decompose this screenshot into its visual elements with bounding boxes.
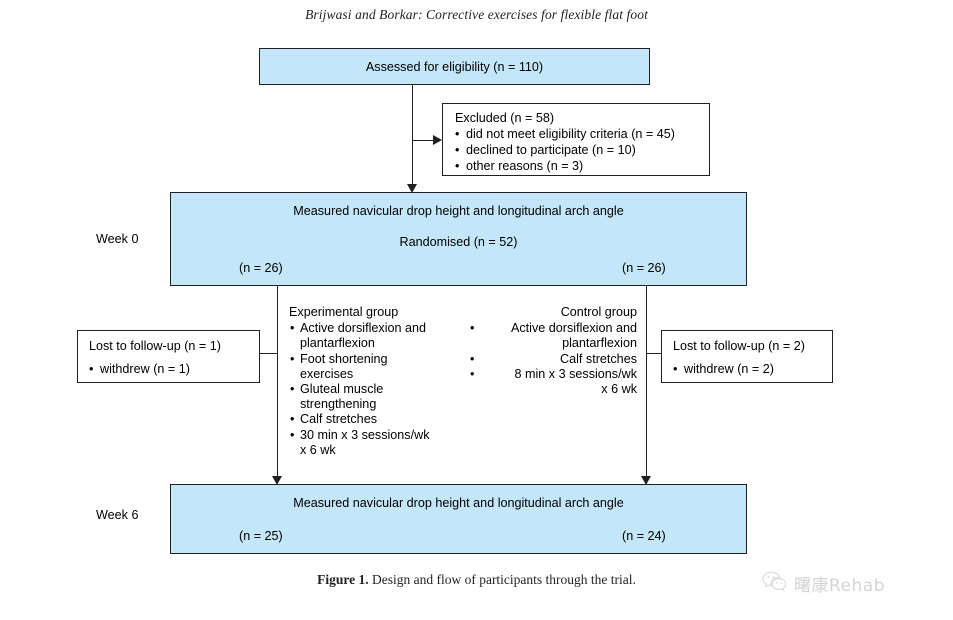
assessed-eligibility-box: Assessed for eligibility (n = 110) [259, 48, 650, 85]
experimental-group-title: Experimental group [289, 305, 399, 319]
control-group-list: Control group Active dorsiflexion and pl… [470, 305, 637, 397]
lost-right-title: Lost to follow-up (n = 2) [673, 339, 805, 353]
figure-caption-text: Design and flow of participants through … [368, 572, 636, 587]
figure-caption-label: Figure 1. [317, 572, 369, 587]
running-head: Brijwasi and Borkar: Corrective exercise… [305, 7, 648, 22]
wechat-icon [762, 571, 788, 596]
week-6-label: Week 6 [96, 508, 139, 522]
control-item-2: 8 min x 3 sessions/wk x 6 wk [470, 367, 637, 397]
control-group-items: Active dorsiflexion and plantarflexion C… [470, 321, 637, 397]
control-item-0: Active dorsiflexion and plantarflexion [470, 321, 637, 351]
randomised-left-n: (n = 26) [239, 261, 283, 275]
connector-eligibility-to-randomised [412, 85, 413, 189]
connector-experimental-arm [277, 286, 278, 481]
watermark-text: 曙康Rehab [794, 576, 885, 596]
arrowhead-control-into-outcome [641, 476, 651, 485]
outcome-measures-box: Measured navicular drop height and longi… [170, 484, 747, 554]
randomised-right-n: (n = 26) [622, 261, 666, 275]
control-item-1: Calf stretches [470, 352, 637, 367]
experimental-group-items: Active dorsiflexion and plantarflexion F… [289, 321, 464, 458]
randomised-count-text: Randomised (n = 52) [399, 235, 518, 249]
assessed-eligibility-text: Assessed for eligibility (n = 110) [365, 60, 544, 74]
arrowhead-into-randomised [407, 184, 417, 193]
experimental-item-2: Gluteal muscle strengthening [289, 382, 464, 412]
lost-left-title: Lost to follow-up (n = 1) [89, 339, 221, 353]
excluded-box: Excluded (n = 58) did not meet eligibili… [442, 103, 710, 176]
control-group-title: Control group [560, 305, 637, 319]
excluded-item-0: did not meet eligibility criteria (n = 4… [455, 127, 675, 142]
experimental-item-1: Foot shortening exercises [289, 352, 464, 382]
outcome-left-n: (n = 25) [239, 529, 283, 543]
randomised-box: Measured navicular drop height and longi… [170, 192, 747, 286]
experimental-item-3: Calf stretches [289, 412, 464, 427]
excluded-title: Excluded (n = 58) [455, 111, 555, 125]
experimental-item-0: Active dorsiflexion and plantarflexion [289, 321, 464, 351]
arrowhead-into-excluded [433, 135, 442, 145]
connector-to-excluded [412, 140, 436, 141]
lost-right-item: withdrew (n = 2) [673, 362, 774, 377]
connector-control-arm [646, 286, 647, 481]
randomised-measure-text: Measured navicular drop height and longi… [293, 204, 624, 218]
week-0-label: Week 0 [96, 232, 139, 246]
arrowhead-experimental-into-outcome [272, 476, 282, 485]
excluded-item-1: declined to participate (n = 10) [455, 143, 636, 158]
figure-caption: Figure 1. Design and flow of participant… [0, 572, 953, 588]
lost-to-followup-left-box: Lost to follow-up (n = 1) withdrew (n = … [77, 330, 260, 383]
outcome-right-n: (n = 24) [622, 529, 666, 543]
experimental-group-list: Experimental group Active dorsiflexion a… [289, 305, 464, 458]
connector-to-lost-left [248, 353, 278, 354]
connector-to-lost-right [646, 353, 668, 354]
lost-to-followup-right-box: Lost to follow-up (n = 2) withdrew (n = … [661, 330, 833, 383]
experimental-item-4: 30 min x 3 sessions/wk x 6 wk [289, 428, 464, 458]
watermark: 曙康Rehab [762, 571, 885, 596]
outcome-measure-text: Measured navicular drop height and longi… [293, 496, 624, 510]
excluded-item-2: other reasons (n = 3) [455, 159, 583, 174]
lost-left-item: withdrew (n = 1) [89, 362, 190, 377]
